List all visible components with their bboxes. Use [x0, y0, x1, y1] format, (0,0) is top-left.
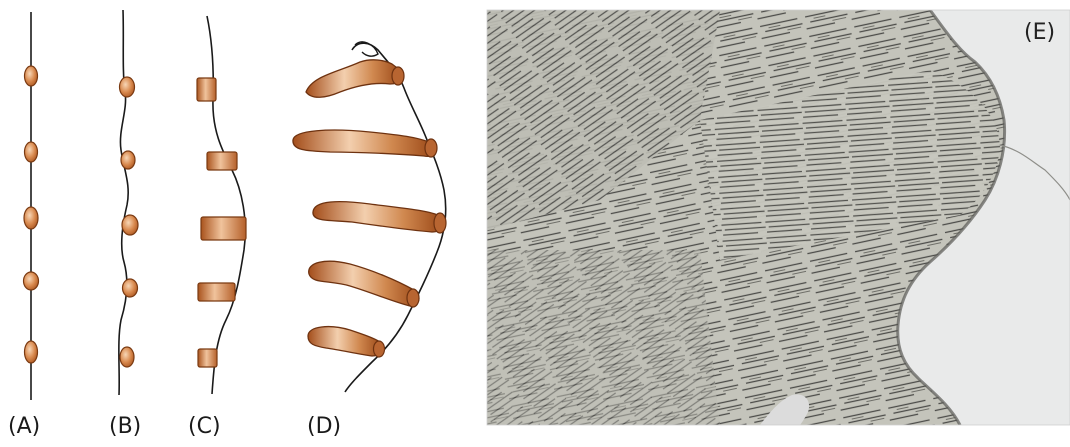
panel-b-particle-4: [123, 279, 138, 297]
panel-a-particle-1: [25, 66, 38, 86]
panel-b-particle-5: [120, 347, 134, 367]
panel-e-micrograph: [487, 10, 1070, 425]
panel-c-particle-3: [201, 217, 246, 240]
panel-d-band-4: [309, 261, 419, 306]
panel-c-boundary-line: [207, 16, 245, 394]
panel-c-particle-2: [207, 152, 237, 170]
label-b: (B): [109, 414, 141, 439]
panel-a-particle-2: [25, 142, 38, 162]
panel-d-band-5-end: [374, 341, 385, 357]
panel-c-particle-4: [198, 283, 235, 301]
label-c: (C): [188, 414, 221, 439]
panel-a-particle-3: [24, 207, 38, 229]
panel-d-band-4-end: [407, 289, 419, 307]
panel-b-schematic: [119, 10, 138, 395]
panel-d-band-1: [306, 60, 402, 97]
panel-b-particle-2: [121, 151, 135, 169]
micrograph-colony-lower-left: [487, 250, 720, 425]
label-a: (A): [8, 414, 40, 439]
panel-d-band-5: [308, 327, 382, 356]
panel-d-band-3-end: [434, 213, 446, 233]
label-e: (E): [1024, 20, 1055, 45]
panel-d-schematic: [293, 42, 446, 392]
panel-d-band-3: [313, 202, 443, 232]
panel-d-band-1-end: [392, 67, 404, 85]
panel-b-particle-3: [122, 215, 138, 235]
panel-c-particle-5: [198, 349, 217, 367]
panel-b-particle-1: [120, 77, 135, 97]
panel-a-particle-4: [24, 272, 39, 290]
panel-c-particle-1: [197, 78, 216, 101]
panel-a-particle-5: [25, 341, 38, 363]
panel-c-schematic: [197, 16, 246, 394]
panel-d-band-2-end: [425, 139, 437, 157]
panel-a-schematic: [24, 12, 39, 400]
label-d: (D): [307, 414, 341, 439]
panel-b-boundary-line: [119, 10, 128, 395]
panel-d-band-2: [293, 130, 434, 156]
